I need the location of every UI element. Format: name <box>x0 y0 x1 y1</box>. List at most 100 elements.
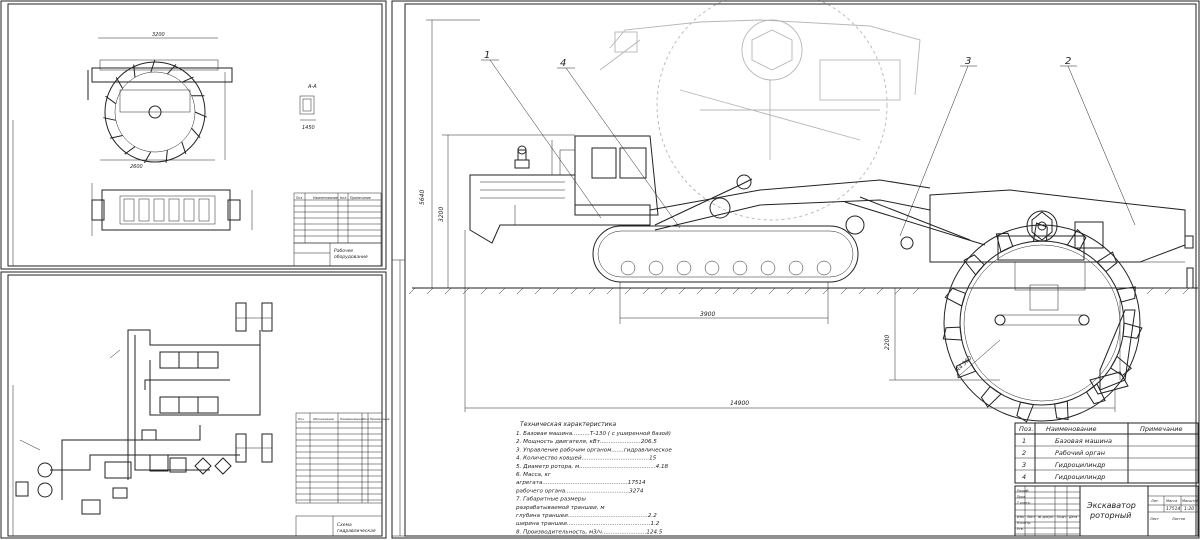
tech-spec-line: 6. Масса, кг <box>516 472 551 478</box>
excavator-ghost-transport-position <box>599 0 921 221</box>
parts-header-pos: Поз. <box>1019 425 1033 433</box>
rotor-bucket <box>955 359 977 379</box>
tech-spec-line: агрегата................................… <box>516 480 646 486</box>
ground-hatch <box>714 287 722 295</box>
road-wheel <box>704 260 720 276</box>
parts-header-name: Наименование <box>1046 425 1097 433</box>
rotor-tooth <box>166 64 177 75</box>
tech-spec-line: рабочего органа.........................… <box>515 488 644 494</box>
title-role-1: Разраб. <box>1017 489 1030 493</box>
ground-hatch <box>570 287 578 295</box>
title-role-3: Т.контр. <box>1017 501 1031 505</box>
ground-hatch <box>840 287 848 295</box>
s2-th-pos: Поз. <box>298 417 305 421</box>
dim-rotor-height: 2200 <box>884 335 891 350</box>
ground-hatch <box>588 287 596 295</box>
s2-title-1: Схема <box>337 522 352 528</box>
s2-th-qty: Кол. <box>363 417 370 421</box>
tech-spec-line: 1. Базовая машина..........Т-130 ( с уши… <box>516 431 671 437</box>
ground-hatch <box>786 287 794 295</box>
rotor-tooth <box>191 127 201 139</box>
s1-th-pos: Поз. <box>296 196 303 200</box>
tech-spec: Техническая характеристика 1. Базовая ма… <box>515 421 672 535</box>
dim-total-length: 14900 <box>730 400 749 407</box>
road-wheel <box>620 260 636 276</box>
road-wheel <box>816 260 832 276</box>
ground-hatch <box>732 287 740 295</box>
bucket-plan-block <box>138 198 150 222</box>
ground-hatch <box>552 287 560 295</box>
rotor-tooth <box>133 64 136 78</box>
ground-hatch <box>804 287 812 295</box>
ground-hatch <box>606 287 614 295</box>
ground-hatch <box>480 287 488 295</box>
rotor-tooth <box>103 117 116 121</box>
title-scale: 1:20 <box>1184 506 1194 512</box>
title-line-2: роторный <box>1089 511 1131 520</box>
ground-hatch <box>516 287 524 295</box>
bucket-plan-block <box>183 198 195 222</box>
rotor-bucket <box>1085 383 1106 405</box>
ground-hatch <box>750 287 758 295</box>
rotor-bucket <box>944 287 967 307</box>
road-wheel <box>760 260 776 276</box>
s1-th-name: Наименование <box>313 196 338 200</box>
ground-hatch <box>858 287 866 295</box>
tech-spec-line: 4. Количество ковшей....................… <box>516 456 657 462</box>
title-sign-5: Дата <box>1068 515 1077 519</box>
rotor-tooth <box>165 149 168 163</box>
road-wheel <box>732 260 748 276</box>
road-wheel <box>788 260 804 276</box>
rotor-bucket <box>1016 401 1035 423</box>
ground-hatch <box>498 287 506 295</box>
rotor-tooth <box>124 146 136 155</box>
rotor-bucket <box>1116 286 1136 303</box>
parts-row-name: Базовая машина <box>1055 437 1112 445</box>
leader-3: 3 <box>965 56 971 67</box>
leader-4: 4 <box>560 58 566 69</box>
title-line-1: Экскаватор <box>1086 501 1136 510</box>
section-label: А-А <box>307 84 317 90</box>
ground-hatch <box>426 287 434 295</box>
s2-th-name: Наименование <box>340 417 363 421</box>
rotor-bucket <box>963 254 985 276</box>
tech-spec-line: 7. Габаритные размеры <box>516 497 586 503</box>
title-sheets: Листов <box>1171 517 1185 521</box>
title-mass: 17514 <box>1166 506 1180 512</box>
excavator-main-view: 1 4 3 2 5640 3200 3900 14900 2200 R4 360 <box>408 19 1198 423</box>
parts-header-note: Примечание <box>1140 425 1182 433</box>
title-block: Экскаватор роторный Лит. Масса Масштаб 1… <box>1014 485 1199 537</box>
title-role-4: Н.контр. <box>1017 521 1031 525</box>
parts-row-name: Гидроцилиндр <box>1055 461 1105 469</box>
ground-hatch <box>624 287 632 295</box>
ground-hatch <box>1146 287 1154 295</box>
rotor-tooth <box>150 59 156 73</box>
sheet1-drawing: 3200 2600 А-А 1450 Поз. Наименование Кол… <box>87 32 382 267</box>
title-role-2: Пров. <box>1017 495 1026 499</box>
parts-row-pos: 4 <box>1022 473 1026 481</box>
dim-height-total: 5640 <box>419 190 426 205</box>
sheet2-drawing: Поз. Обозначение Наименование Кол. Приме… <box>15 302 390 537</box>
rotor-bucket <box>1066 228 1087 251</box>
parts-row-name: Рабочий орган <box>1055 449 1105 457</box>
ground-hatch <box>534 287 542 295</box>
ground-hatch <box>768 287 776 295</box>
title-col-lit: Лит. <box>1150 499 1159 503</box>
parts-row-name: Гидроцилиндр <box>1055 473 1105 481</box>
dim-track-length: 3900 <box>700 311 715 318</box>
leader-1: 1 <box>484 50 490 61</box>
tech-spec-line: глубина траншеи.........................… <box>516 513 657 519</box>
s2-th-desig: Обозначение <box>313 417 334 421</box>
rotor-tooth <box>194 111 207 118</box>
sheet1-dim-c: 1450 <box>302 125 315 131</box>
rotor-tooth <box>181 76 194 83</box>
title-col-mass: Масса <box>1166 499 1177 503</box>
title-sign-2: Лист <box>1026 515 1035 519</box>
ground-hatch <box>894 287 902 295</box>
s2-th-note: Примечание <box>370 417 390 421</box>
parts-row-pos: 1 <box>1022 437 1026 445</box>
rotor-tooth <box>181 141 187 155</box>
tech-spec-line: 8. Производительность, м3/ч.............… <box>516 529 663 535</box>
ground-hatch <box>912 287 920 295</box>
